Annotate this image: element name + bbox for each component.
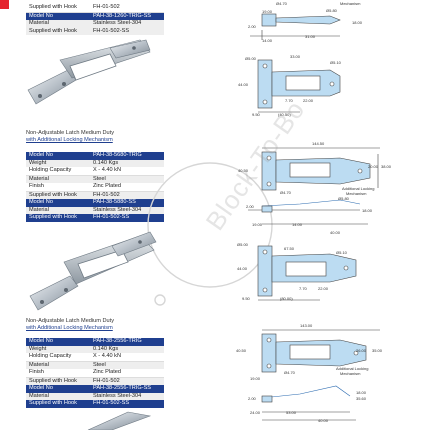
dim-label: 44.00 — [237, 266, 248, 271]
drawing-side-2 — [257, 245, 357, 301]
latch-photo-3 — [87, 411, 152, 430]
drawing-profile-3 — [261, 385, 356, 421]
dim-label: 24.00 — [250, 410, 261, 415]
section-subtitle-2: with Additional Locking Mechanism — [26, 137, 113, 143]
dim-label: 18.00 — [356, 390, 367, 395]
dim-label: 26.00 — [356, 348, 367, 353]
dim-label: Mechanism — [340, 371, 361, 376]
dim-label: 35.00 — [372, 348, 383, 353]
drawing-top-3 — [261, 329, 380, 373]
dim-label: 67.50 — [284, 246, 295, 251]
dim-label: Ø5.00 — [237, 242, 249, 247]
section-subtitle-3: with Additional Locking Mechanism — [26, 325, 113, 331]
dim-label: 2.00 — [248, 24, 257, 29]
dim-label: 40.00 — [318, 418, 329, 423]
dim-label: 18.00 — [362, 208, 373, 213]
dim-label: Mechanism — [346, 191, 367, 196]
dim-label: Ø4.70 — [284, 370, 296, 375]
dim-label: 44.00 — [238, 82, 249, 87]
dim-label: Ø4.70 — [280, 190, 292, 195]
latch-photo-1 — [27, 39, 151, 105]
drawing-top-1 — [250, 13, 341, 40]
dim-label: (80.00) — [280, 296, 293, 301]
dim-label: 143.00 — [300, 323, 313, 328]
dim-label: (40.50) — [278, 112, 291, 117]
drawing-top-2 — [261, 147, 380, 191]
dim-label: 19.00 — [250, 376, 261, 381]
drawing-side-1 — [257, 59, 341, 113]
dim-label: 19.00 — [252, 222, 263, 227]
dim-label: 7.70 — [299, 286, 308, 291]
dim-label: 20.00 — [368, 164, 379, 169]
dim-label: Additional Locking — [342, 186, 374, 191]
drawing-profile-2 — [248, 199, 368, 225]
corner-mark — [0, 0, 9, 9]
dim-label: Ø5.10 — [330, 60, 342, 65]
dim-label: Ø5.80 — [338, 196, 350, 201]
dim-label: Ø4.70 — [276, 1, 288, 6]
dim-label: 40.50 — [238, 168, 249, 173]
section-title-2: Non-Adjustable Latch Medium Duty with Ad… — [26, 130, 114, 143]
latch-photo-2 — [29, 231, 157, 311]
dim-label: 19.00 — [262, 9, 273, 14]
dim-label: 40.00 — [330, 230, 341, 235]
dim-label: 7.70 — [285, 98, 294, 103]
dim-label: 14.00 — [262, 38, 273, 43]
section-title-3: Non-Adjustable Latch Medium Duty with Ad… — [26, 318, 114, 331]
dim-label: 9.50 — [252, 112, 261, 117]
dim-label: 40.50 — [236, 348, 247, 353]
watermark-logo — [147, 162, 273, 306]
dim-label: Ø5.80 — [326, 8, 338, 13]
dim-label: Mechanism — [340, 1, 361, 6]
dim-label: 22.00 — [318, 286, 329, 291]
dim-label: 38.00 — [381, 164, 392, 169]
dim-label: 2.00 — [248, 396, 257, 401]
dim-label: 22.00 — [303, 98, 314, 103]
dim-label: Ø5.00 — [245, 56, 257, 61]
dim-label: 144.50 — [312, 141, 325, 146]
dim-label: 9.50 — [242, 296, 251, 301]
dim-label: 53.00 — [286, 410, 297, 415]
dim-label: 2.00 — [246, 204, 255, 209]
dim-label: 18.00 — [352, 20, 363, 25]
dim-label: 35.60 — [356, 396, 367, 401]
dim-label: 31.00 — [305, 34, 316, 39]
dim-label: Additional Locking — [336, 366, 368, 371]
dim-label: Ø5.10 — [336, 250, 348, 255]
dim-label: 14.00 — [292, 222, 303, 227]
dim-label: 33.00 — [290, 54, 301, 59]
